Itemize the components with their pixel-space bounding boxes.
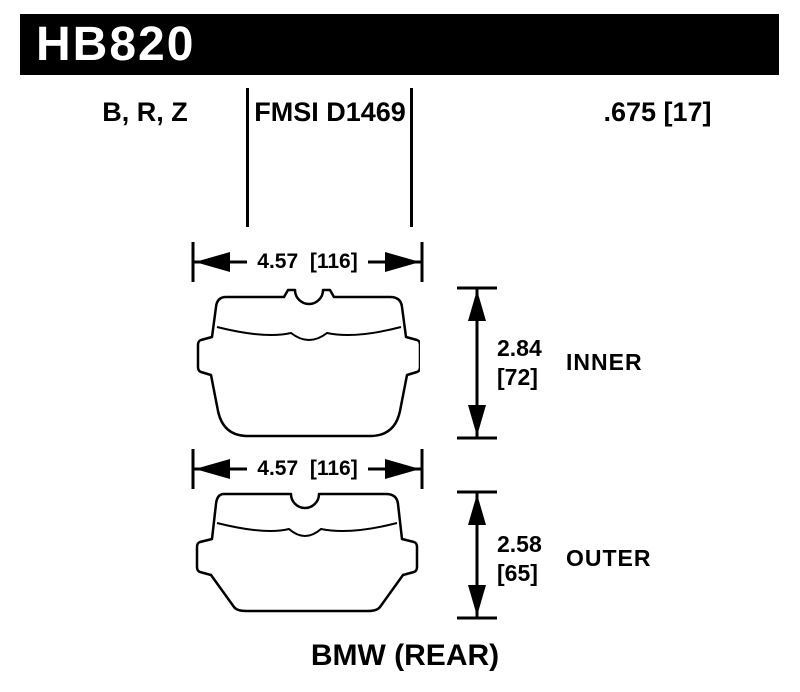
inner-pad-width-label: 4.57 [116] [247,250,368,274]
inner-pad-height-values: 2.84 [72] [497,334,542,392]
inner-pad-height-mm: [72] [497,364,538,390]
up-arrowhead-icon [468,494,486,525]
application-label: BMW (REAR) [310,639,500,672]
outer-pad-outline-drawing [195,492,419,613]
down-arrowhead-icon [468,585,486,616]
part-number: HB820 [36,18,196,71]
fmsi-number-label: FMSI D1469 [254,97,406,127]
pad-thickness-label: .675 [17] [603,97,712,127]
part-number-bar: HB820 [20,14,779,75]
separator-line-left [246,88,249,227]
compounds-label: B, R, Z [102,97,188,127]
inner-pad-width-label-wrap: 4.57 [116] [180,250,435,274]
outer-pad-height-values: 2.58 [65] [497,530,542,588]
left-arrowhead-icon [195,252,230,272]
outer-pad-width-label-wrap: 4.57 [116] [180,457,435,481]
up-arrowhead-icon [468,290,486,321]
outer-pad-height-dimension [457,490,497,620]
inner-pad-side-label: INNER [566,349,643,375]
right-arrowhead-icon [385,252,420,272]
right-arrowhead-icon [385,459,420,479]
outer-pad-side-label: OUTER [566,545,652,571]
inner-pad-height-inches: 2.84 [497,335,542,361]
outer-pad-height-inches: 2.58 [497,531,542,557]
outer-pad-width-label: 4.57 [116] [247,457,368,481]
left-arrowhead-icon [195,459,230,479]
separator-line-right [410,88,413,227]
down-arrowhead-icon [468,405,486,436]
inner-pad-outline-drawing [196,288,420,438]
outer-pad-height-mm: [65] [497,560,538,586]
inner-pad-height-dimension [457,286,497,440]
